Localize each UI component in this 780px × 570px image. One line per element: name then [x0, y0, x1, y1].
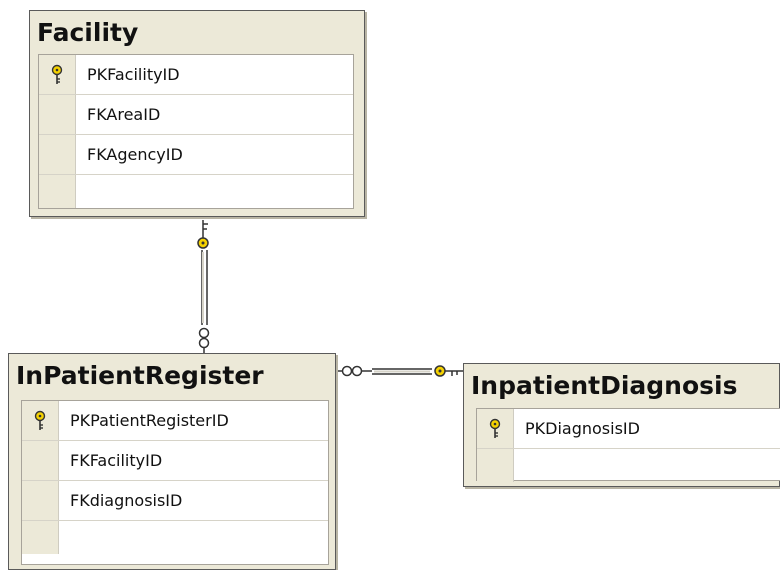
new-column-row[interactable] [39, 175, 353, 208]
column-name: PKFacilityID [87, 65, 180, 84]
primary-key-icon [51, 64, 63, 84]
one-end-key-icon [197, 220, 209, 249]
column-row[interactable]: PKPatientRegisterID [22, 401, 328, 441]
many-end-infinity-icon [336, 365, 372, 377]
one-end-key-icon [434, 365, 463, 377]
column-name: PKPatientRegisterID [70, 411, 229, 430]
column-name: PKDiagnosisID [525, 419, 640, 438]
row-selector[interactable] [22, 401, 59, 440]
table-title[interactable]: InpatientDiagnosis [471, 371, 738, 400]
row-selector[interactable] [22, 441, 59, 480]
row-selector[interactable] [477, 409, 514, 448]
column-grid: PKFacilityID FKAreaID FKAgencyID [38, 54, 354, 209]
column-grid: PKPatientRegisterID FKFacilityID FKdiagn… [21, 400, 329, 565]
register-diagnosis-relationship[interactable] [336, 365, 463, 377]
many-end-infinity-icon [198, 327, 210, 354]
column-row[interactable]: FKAreaID [39, 95, 353, 135]
table-title[interactable]: Facility [37, 18, 139, 47]
row-selector[interactable] [39, 135, 76, 174]
column-row[interactable]: PKFacilityID [39, 55, 353, 95]
row-selector[interactable] [39, 175, 76, 208]
primary-key-icon [489, 418, 501, 438]
facility-register-relationship[interactable] [197, 220, 210, 354]
row-selector[interactable] [22, 521, 59, 554]
column-name: FKAreaID [87, 105, 161, 124]
column-name: FKAgencyID [87, 145, 183, 164]
column-row[interactable]: FKAgencyID [39, 135, 353, 175]
row-selector[interactable] [39, 95, 76, 134]
new-column-row[interactable] [22, 521, 328, 554]
row-selector[interactable] [39, 55, 76, 94]
column-name: FKFacilityID [70, 451, 163, 470]
primary-key-icon [34, 410, 46, 430]
new-column-row[interactable] [477, 449, 780, 482]
inpatient-diagnosis-table[interactable]: InpatientDiagnosis PKDiagnosisID [463, 363, 780, 487]
column-row[interactable]: PKDiagnosisID [477, 409, 780, 449]
column-grid: PKDiagnosisID [476, 408, 780, 482]
row-selector[interactable] [22, 481, 59, 520]
row-selector[interactable] [477, 449, 514, 482]
inpatient-register-table[interactable]: InPatientRegister PKPatientRegisterID FK… [8, 353, 336, 570]
column-row[interactable]: FKdiagnosisID [22, 481, 328, 521]
column-name: FKdiagnosisID [70, 491, 183, 510]
facility-table[interactable]: Facility PKFacilityID FKAreaID FKAgencyI… [29, 10, 365, 217]
column-row[interactable]: FKFacilityID [22, 441, 328, 481]
table-title[interactable]: InPatientRegister [16, 361, 264, 390]
